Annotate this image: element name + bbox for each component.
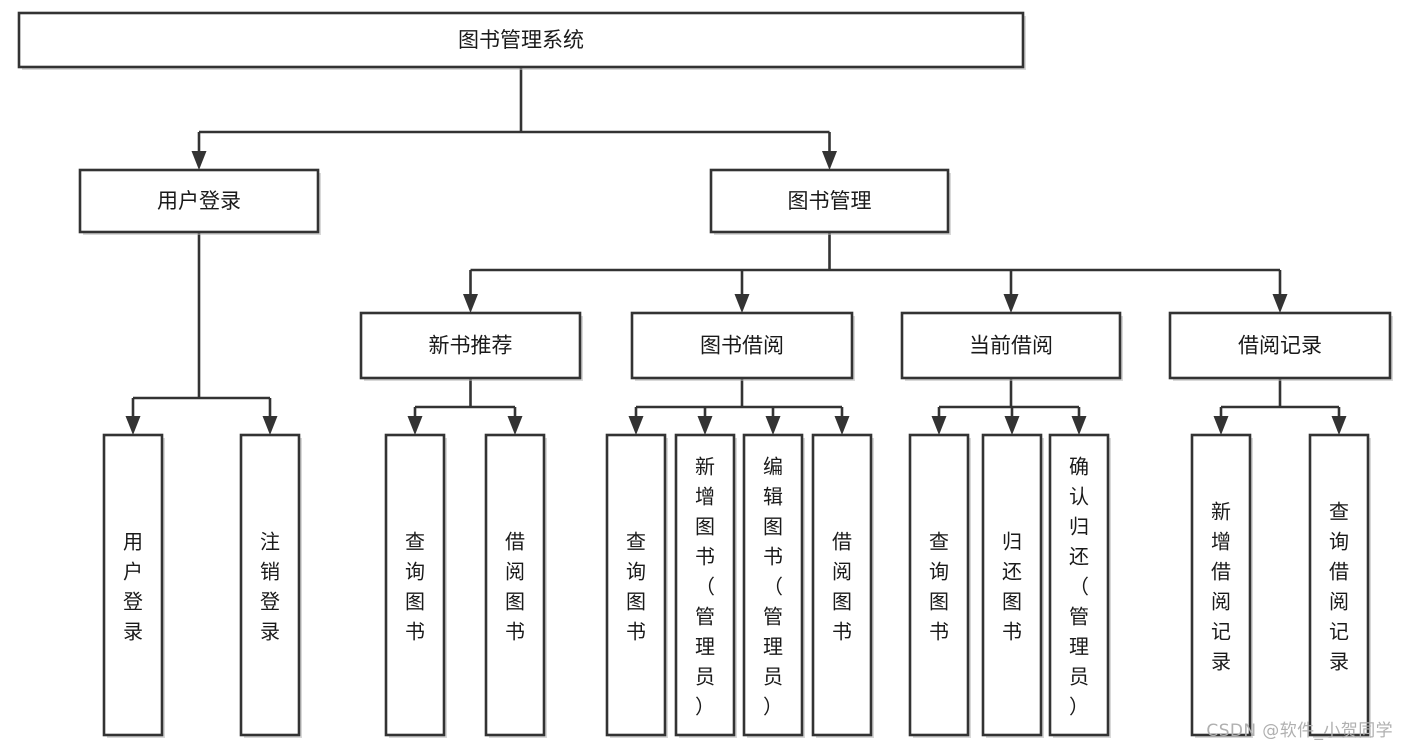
- node-label: 借阅记录: [1238, 334, 1322, 358]
- node-branch2-新书推荐-0[interactable]: 新书推荐: [359, 311, 583, 381]
- node-leaf-查询图书-4[interactable]: 查询图书: [605, 433, 668, 738]
- node-label: 编辑图书（管理员）: [763, 454, 783, 718]
- node-branch2-借阅记录-3[interactable]: 借阅记录: [1168, 311, 1393, 381]
- node-branch2-当前借阅-2[interactable]: 当前借阅: [900, 311, 1123, 381]
- node-rect[interactable]: [1190, 433, 1252, 737]
- arrow-head-icon-l3-2-1: [1004, 416, 1020, 435]
- node-label: 图书借阅: [700, 334, 784, 358]
- node-label: 确认归还（管理员）: [1069, 454, 1089, 718]
- node-rect[interactable]: [981, 433, 1043, 737]
- node-leaf-查询图书-8[interactable]: 查询图书: [908, 433, 971, 738]
- node-rect[interactable]: [239, 433, 301, 737]
- node-label: 图书管理: [788, 189, 872, 213]
- node-rect[interactable]: [900, 311, 1122, 380]
- node-leaf-查询借阅记录-12[interactable]: 查询借阅记录: [1308, 433, 1371, 738]
- node-leaf-编辑图书管理员-6[interactable]: 编辑图书（管理员）: [742, 433, 805, 738]
- node-leaf-查询图书-2[interactable]: 查询图书: [384, 433, 447, 738]
- node-rect[interactable]: [605, 433, 667, 737]
- node-rect[interactable]: [674, 433, 736, 737]
- arrow-head-icon-l3-1-1: [697, 416, 713, 435]
- arrow-head-icon-books-2: [1003, 294, 1019, 313]
- arrow-head-icon-books-3: [1272, 294, 1288, 313]
- node-rect[interactable]: [742, 433, 804, 737]
- node-label: 新书推荐: [429, 334, 513, 358]
- node-label: 注销登录: [260, 529, 280, 643]
- node-label: 图书管理系统: [458, 28, 584, 52]
- node-label: 查询图书: [626, 529, 646, 643]
- node-rect[interactable]: [908, 433, 970, 737]
- arrow-head-icon-books-0: [463, 294, 478, 313]
- node-rect[interactable]: [359, 311, 582, 380]
- arrow-head-icon-root-1: [822, 151, 837, 170]
- node-rect[interactable]: [17, 11, 1025, 69]
- arrow-head-icon-l3-2-0: [931, 416, 947, 435]
- node-label: 查询图书: [929, 529, 949, 643]
- arrow-head-icon-l3-2-2: [1071, 416, 1087, 435]
- node-label: 用户登录: [157, 189, 241, 213]
- arrow-head-icon-l3-1-2: [765, 416, 781, 435]
- arrow-head-icon-l3-0-1: [507, 416, 523, 435]
- node-rect[interactable]: [1048, 433, 1110, 737]
- node-rect[interactable]: [630, 311, 854, 380]
- arrow-head-icon-l3-1-3: [834, 416, 850, 435]
- node-rect[interactable]: [811, 433, 873, 737]
- node-label: 当前借阅: [969, 334, 1053, 358]
- node-label: 借阅图书: [505, 529, 525, 643]
- arrow-head-icon-root-0: [191, 151, 207, 170]
- arrow-head-icon-l3-3-1: [1331, 416, 1347, 435]
- node-label: 用户登录: [123, 529, 143, 643]
- node-rect[interactable]: [78, 168, 320, 234]
- node-rect[interactable]: [1168, 311, 1392, 380]
- node-rect[interactable]: [484, 433, 546, 737]
- node-label: 查询借阅记录: [1329, 499, 1349, 673]
- node-rect[interactable]: [384, 433, 446, 737]
- arrow-head-icon-user-1: [262, 416, 278, 435]
- node-label: 查询图书: [405, 529, 425, 643]
- arrow-head-icon-l3-1-0: [628, 416, 644, 435]
- node-rect[interactable]: [102, 433, 164, 737]
- node-rect[interactable]: [709, 168, 950, 234]
- node-branch-用户登录-0[interactable]: 用户登录: [78, 168, 321, 235]
- arrow-head-icon-l3-0-0: [407, 416, 423, 435]
- node-root-图书管理系统-0[interactable]: 图书管理系统: [17, 11, 1026, 70]
- node-label: 借阅图书: [832, 529, 852, 643]
- arrow-head-icon-books-1: [734, 294, 750, 313]
- arrow-head-icon-user-0: [125, 416, 141, 435]
- node-leaf-借阅图书-3[interactable]: 借阅图书: [484, 433, 547, 738]
- node-leaf-新增借阅记录-11[interactable]: 新增借阅记录: [1190, 433, 1253, 738]
- node-leaf-归还图书-9[interactable]: 归还图书: [981, 433, 1044, 738]
- node-boxes: 图书管理系统用户登录图书管理新书推荐图书借阅当前借阅借阅记录用户登录注销登录查询…: [17, 11, 1393, 738]
- node-rect[interactable]: [1308, 433, 1370, 737]
- node-leaf-用户登录-0[interactable]: 用户登录: [102, 433, 165, 738]
- node-label: 归还图书: [1002, 529, 1022, 643]
- node-label: 新增借阅记录: [1211, 499, 1231, 673]
- node-label: 新增图书（管理员）: [695, 454, 715, 718]
- node-leaf-借阅图书-7[interactable]: 借阅图书: [811, 433, 874, 738]
- node-leaf-新增图书管理员-5[interactable]: 新增图书（管理员）: [674, 433, 737, 738]
- arrow-head-icon-l3-3-0: [1213, 416, 1229, 435]
- connector-lines: [125, 67, 1347, 435]
- node-branch-图书管理-1[interactable]: 图书管理: [709, 168, 951, 235]
- node-branch2-图书借阅-1[interactable]: 图书借阅: [630, 311, 855, 381]
- node-leaf-确认归还管理员-10[interactable]: 确认归还（管理员）: [1048, 433, 1111, 738]
- node-leaf-注销登录-1[interactable]: 注销登录: [239, 433, 302, 738]
